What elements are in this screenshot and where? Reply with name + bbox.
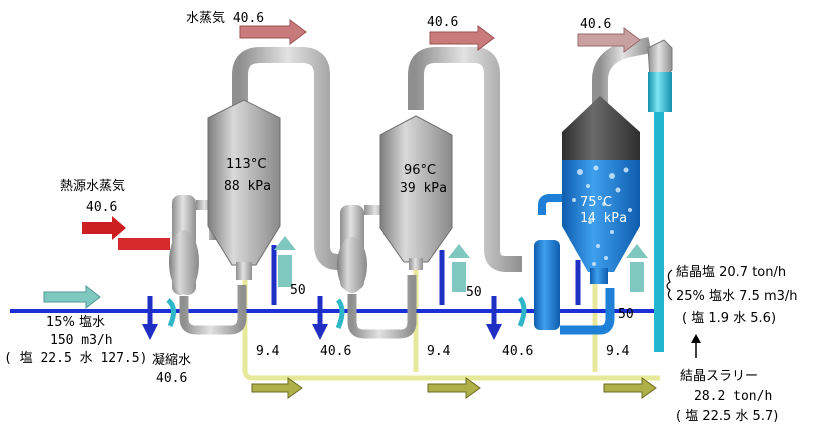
heat-source-arrow: [82, 216, 170, 250]
salt-label-3: ( 塩 1.9 水 5.6): [682, 311, 776, 326]
effect-3: [486, 37, 652, 340]
slurry-label-2: 28.2 ton/h: [694, 389, 772, 404]
condensate-label-3: 40.6: [502, 344, 533, 359]
heat-source-label: 熱源水蒸気: [60, 178, 125, 194]
vessel-2: [379, 115, 453, 263]
slurry-label-1: 結晶スラリー: [680, 369, 758, 384]
salt-pointer: [666, 269, 701, 358]
effect-1: [142, 47, 346, 340]
slurry-label-3: ( 塩 22.5 水 5.7): [676, 409, 778, 424]
effect-2: [312, 47, 522, 340]
effect1-press: 88 kPa: [224, 179, 271, 194]
recirc-label-2: 50: [466, 285, 482, 300]
vapor-arrows: [239, 19, 641, 53]
recirc-label-1: 50: [290, 283, 306, 298]
flow-label-1: 9.4: [256, 344, 280, 359]
vapor-label-2: 40.6: [427, 15, 458, 30]
condensate-label-2: 40.6: [320, 344, 351, 359]
effect2-press: 39 kPa: [400, 181, 447, 196]
salt-label-2: 25% 塩水 7.5 m3/h: [676, 289, 798, 304]
flow-label-3: 9.4: [606, 344, 630, 359]
heat-source-value: 40.6: [86, 200, 117, 215]
vapor-label-3: 40.6: [580, 17, 611, 32]
condensate-value: 40.6: [156, 371, 187, 386]
vapor-label-1: 水蒸気 40.6: [186, 10, 264, 26]
vessel-3-body: [562, 160, 640, 272]
salt-label-1: 結晶塩 20.7 ton/h: [676, 265, 786, 280]
brine-in-arrow: [43, 284, 101, 310]
brine-in-composition: ( 塩 22.5 水 127.5): [4, 351, 147, 366]
flow-label-2: 9.4: [427, 344, 451, 359]
effect1-temp: 113°C: [226, 157, 266, 172]
effect2-temp: 96°C: [404, 163, 436, 178]
vessel-3-top: [562, 96, 640, 160]
brine-in-label: 15% 塩水: [46, 315, 105, 330]
salt-column: [647, 39, 673, 352]
vessel-1: [207, 99, 281, 266]
condensate-label: 凝縮水: [152, 352, 191, 368]
slurry-arrows: [251, 377, 657, 399]
effect3-temp: 75°C: [580, 195, 612, 210]
brine-in-flow: 150 m3/h: [50, 333, 113, 348]
effect3-press: 14 kPa: [580, 211, 627, 226]
labels: 水蒸気 40.6 40.6 40.6 熱源水蒸気 40.6 15% 塩水 150…: [4, 10, 798, 424]
recirc-label-3: 50: [618, 307, 634, 322]
